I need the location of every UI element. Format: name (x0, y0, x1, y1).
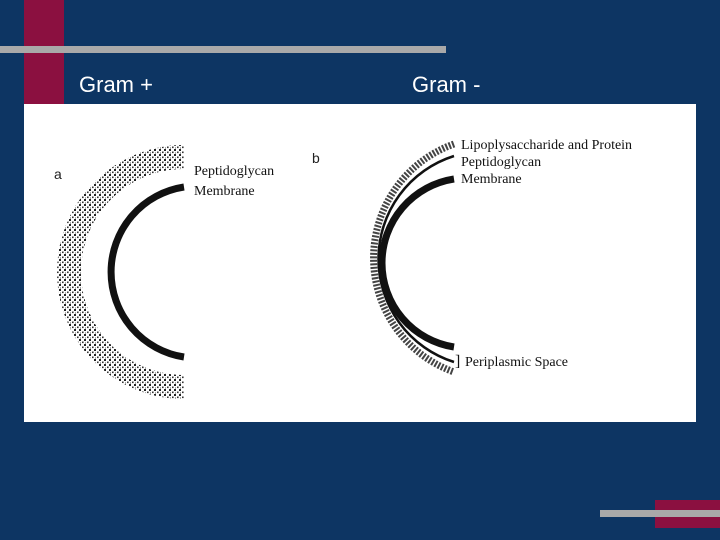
decorative-bar-bottom-right (600, 510, 720, 517)
label-lipopolysaccharide: Lipoplysaccharide and Protein (461, 138, 633, 153)
gram-negative-peptidoglycan-line (377, 154, 455, 364)
gram-negative-lps-layer (370, 140, 456, 376)
cell-wall-diagrams (57, 140, 456, 399)
label-membrane-a: Membrane (194, 184, 255, 199)
gram-negative-membrane (378, 175, 455, 351)
decorative-bar-top (0, 46, 446, 53)
label-periplasmic-space: Periplasmic Space (465, 355, 569, 370)
label-peptidoglycan-b: Peptidoglycan (461, 155, 542, 170)
diagram-b-letter: b (312, 150, 320, 166)
periplasmic-bracket: ] (455, 353, 461, 370)
gram-positive-peptidoglycan-layer (57, 145, 185, 399)
label-peptidoglycan-a: Peptidoglycan (194, 164, 275, 179)
diagram-a-letter: a (54, 166, 62, 182)
heading-gram-positive: Gram + (79, 72, 153, 97)
label-membrane-b: Membrane (461, 172, 522, 187)
gram-positive-membrane (107, 183, 185, 361)
heading-gram-negative: Gram - (412, 72, 481, 97)
diagram-panel: a Peptidoglycan Membrane b Lipoplysaccha… (24, 104, 696, 422)
